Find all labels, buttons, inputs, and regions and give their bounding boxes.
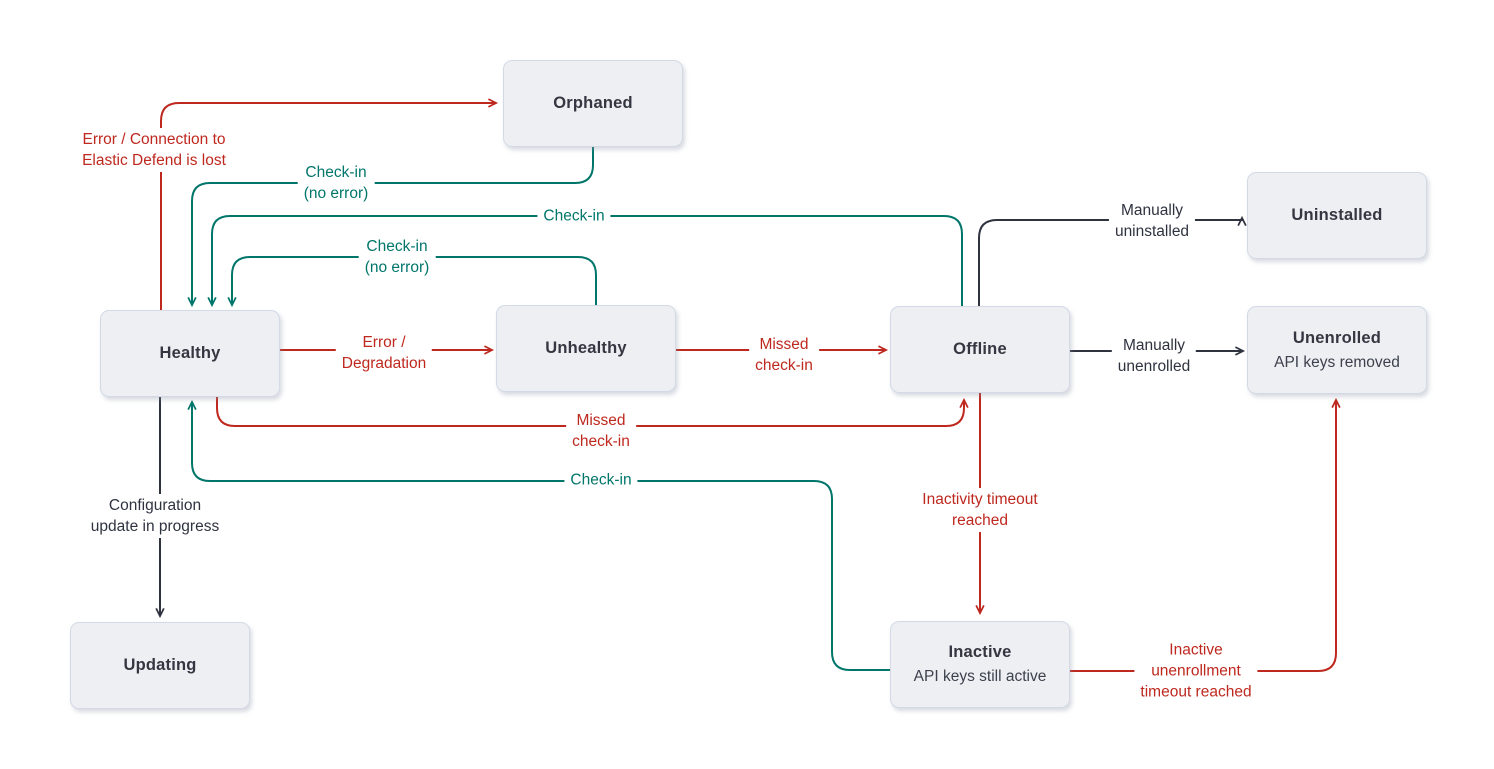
edge-label-inactivity-timeout: Inactivity timeout reached [916, 488, 1044, 532]
node-orphaned: Orphaned [503, 60, 683, 147]
node-unenrolled: Unenrolled API keys removed [1247, 306, 1427, 394]
edge-label-missed-checkin-healthy: Missed check-in [566, 409, 636, 453]
node-inactive-subtitle: API keys still active [913, 668, 1047, 685]
edge-label-checkin-no-error-orphaned: Check-in (no error) [297, 161, 375, 205]
edge-label-checkin-inactive: Check-in [564, 468, 638, 492]
edge-inactive-to-unenrolled [1067, 397, 1341, 672]
node-offline: Offline [890, 306, 1070, 393]
node-uninstalled: Uninstalled [1247, 172, 1427, 259]
edge-orphaned-to-healthy [187, 145, 594, 308]
edge-healthy-to-orphaned [160, 98, 499, 311]
node-unhealthy-label: Unhealthy [545, 339, 627, 357]
node-unenrolled-subtitle: API keys removed [1274, 353, 1400, 371]
node-unenrolled-label: Unenrolled [1292, 328, 1382, 347]
edge-label-inactive-unenrollment-timeout: Inactive unenrollment timeout reached [1134, 638, 1258, 704]
edge-label-error-connection: Error / Connection to Elastic Defend is … [76, 128, 232, 172]
node-inactive-label: Inactive [948, 643, 1012, 661]
edge-inactive-to-healthy [187, 399, 893, 671]
node-updating: Updating [70, 622, 250, 709]
edge-label-missed-checkin-unhealthy: Missed check-in [749, 333, 819, 377]
edge-label-manually-uninstalled: Manually uninstalled [1108, 199, 1196, 243]
edge-label-error-degradation: Error / Degradation [335, 331, 433, 375]
node-updating-label: Updating [123, 656, 197, 674]
edge-label-checkin-no-error-unhealthy: Check-in (no error) [358, 235, 436, 279]
edge-label-checkin-offline: Check-in [537, 204, 611, 228]
node-orphaned-label: Orphaned [553, 94, 633, 112]
edge-label-manually-unenrolled: Manually unenrolled [1111, 334, 1197, 378]
edge-offline-to-healthy [207, 215, 963, 308]
node-healthy-label: Healthy [159, 344, 221, 362]
node-offline-label: Offline [953, 340, 1007, 358]
node-unhealthy: Unhealthy [496, 305, 676, 392]
node-uninstalled-label: Uninstalled [1291, 206, 1383, 224]
edge-offline-to-uninstalled [978, 215, 1247, 307]
node-inactive: Inactive API keys still active [890, 621, 1070, 708]
node-healthy: Healthy [100, 310, 280, 397]
edge-label-configuration-update: Configuration update in progress [84, 494, 226, 538]
